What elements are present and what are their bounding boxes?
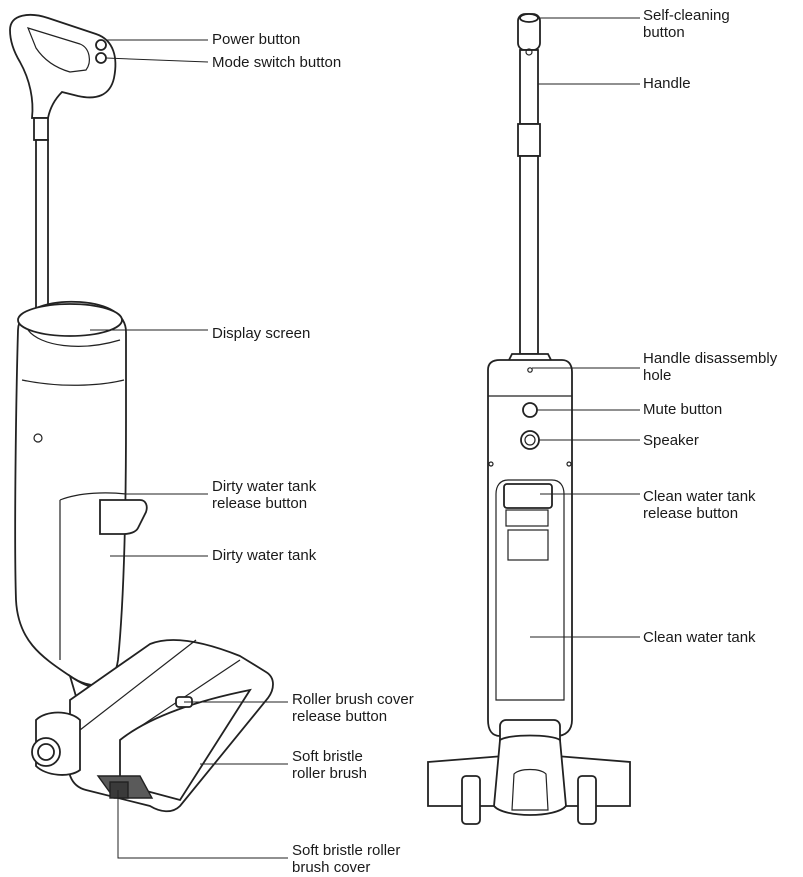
label-line: Clean water tank	[643, 488, 756, 505]
label-line: release button	[212, 495, 308, 512]
label-line: hole	[643, 367, 672, 384]
label-line: Roller brush cover	[292, 691, 414, 708]
label-roller-cover-release: Roller brush cover release button	[292, 691, 414, 725]
label-speaker: Speaker	[643, 432, 699, 449]
label-line: Dirty water tank	[212, 478, 317, 495]
label-line: Handle disassembly	[643, 350, 778, 367]
label-soft-bristle-cover: Soft bristle roller brush cover	[292, 842, 400, 876]
clean-tank-release-part	[503, 483, 553, 509]
label-line: release button	[292, 708, 388, 725]
dirty-tank-release-part	[99, 499, 148, 535]
label-handle-disassembly-hole: Handle disassembly hole	[643, 350, 777, 384]
front-view-vacuum	[427, 13, 631, 825]
mute-button-part	[522, 402, 538, 418]
display-screen-part	[17, 303, 123, 337]
label-self-cleaning-button: Self-cleaning button	[643, 7, 730, 41]
speaker-part	[520, 430, 540, 450]
label-line: release button	[643, 505, 739, 522]
label-line: Self-cleaning	[643, 7, 730, 24]
label-line: Soft bristle roller	[292, 842, 401, 859]
label-line: roller brush	[292, 765, 368, 782]
label-clean-tank-release: Clean water tank release button	[643, 488, 756, 522]
label-line: brush cover	[292, 859, 371, 876]
label-handle: Handle	[643, 75, 691, 92]
label-dirty-tank-release: Dirty water tank release button	[212, 478, 316, 512]
label-clean-water-tank: Clean water tank	[643, 629, 756, 646]
label-line: Soft bristle	[292, 748, 363, 765]
label-power-button: Power button	[212, 31, 301, 48]
label-mute-button: Mute button	[643, 401, 723, 418]
label-dirty-water-tank: Dirty water tank	[212, 547, 317, 564]
mode-switch-part	[95, 52, 107, 64]
label-mode-switch-button: Mode switch button	[212, 54, 342, 71]
label-display-screen: Display screen	[212, 325, 311, 342]
self-cleaning-part	[519, 13, 539, 23]
label-line: button	[643, 24, 685, 41]
power-button-part	[95, 39, 107, 51]
leader-lines	[90, 17, 640, 859]
label-soft-bristle-roller: Soft bristle roller brush	[292, 748, 367, 782]
side-view-vacuum	[9, 14, 274, 813]
